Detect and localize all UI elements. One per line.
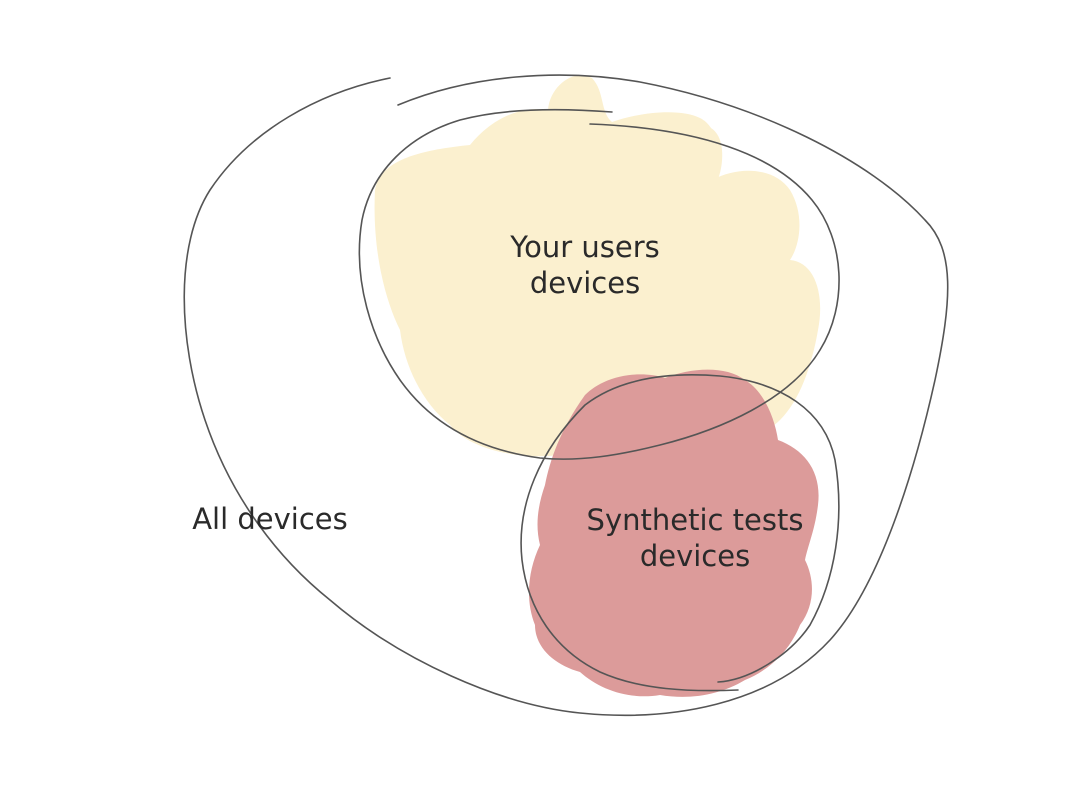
synthetic-devices-label-line2: devices xyxy=(639,539,751,573)
synthetic-devices-scribble xyxy=(528,369,819,697)
synthetic-devices-label-line1: Synthetic tests xyxy=(586,503,804,537)
synthetic-devices-label: Synthetic tests devices xyxy=(560,502,830,574)
all-devices-label-text: All devices xyxy=(192,502,348,536)
users-devices-label: Your users devices xyxy=(460,229,710,301)
synthetic-devices-outline xyxy=(520,374,840,692)
users-devices-label-line1: Your users xyxy=(510,230,660,264)
all-devices-outline xyxy=(183,74,949,717)
all-devices-label: All devices xyxy=(160,501,380,537)
users-devices-scribble xyxy=(374,75,821,457)
users-devices-label-line2: devices xyxy=(529,266,641,300)
